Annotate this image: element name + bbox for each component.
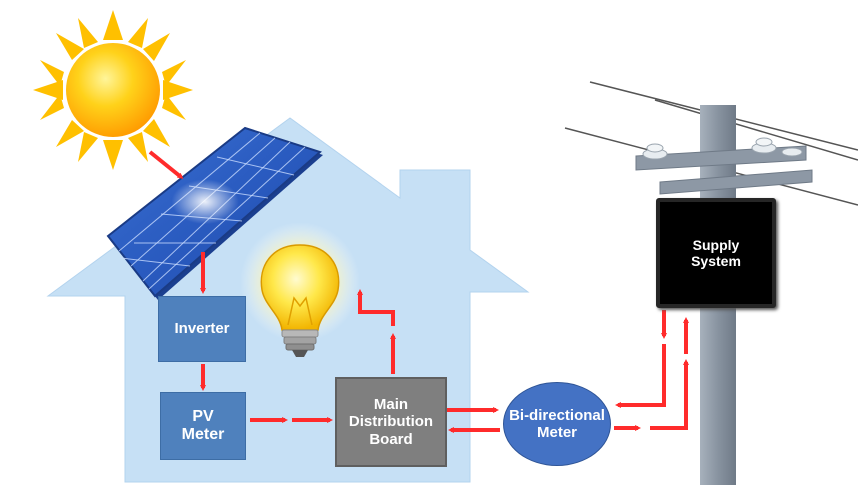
pv-meter-box: PV Meter	[160, 392, 246, 460]
arrow-supply-to-meter	[615, 344, 666, 408]
sun-icon	[33, 10, 193, 170]
inverter-box: Inverter	[158, 296, 246, 362]
flow-arrows	[148, 150, 689, 433]
board-label-line-1: Main	[373, 396, 409, 414]
arrow-meter-to-supply-up	[650, 359, 689, 430]
meter-label-line-1: Bi-directional	[509, 406, 605, 424]
solar-panel-icon	[106, 126, 323, 300]
light-bulb-icon	[260, 244, 340, 357]
board-label-line-3: Board	[369, 430, 413, 448]
arrow-board-to-bulb	[357, 289, 395, 326]
main-distribution-board-box: Main Distribution Board	[335, 377, 447, 467]
arrow-sun-to-panel	[148, 150, 184, 179]
inverter-label: Inverter	[174, 320, 230, 338]
supply-system-panel: Supply System	[656, 198, 776, 308]
board-label-line-2: Distribution	[348, 413, 434, 431]
supply-label-line-1: Supply	[692, 236, 740, 253]
bi-directional-meter-circle: Bi-directional Meter	[503, 382, 611, 466]
supply-label-line-2: System	[691, 253, 741, 269]
meter-label-line-2: Meter	[536, 424, 577, 441]
pv-meter-label-line-1: PV	[192, 407, 214, 425]
pv-meter-label-line-2: Meter	[181, 426, 225, 443]
